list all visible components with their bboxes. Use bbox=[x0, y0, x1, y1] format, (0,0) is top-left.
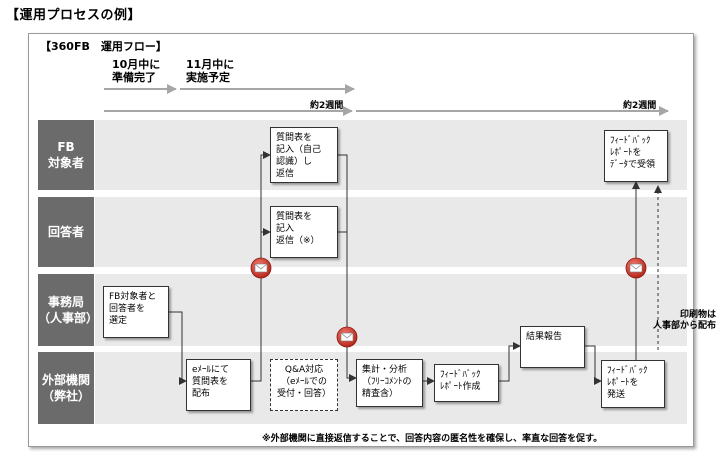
box-select-participants: FB対象者と 回答者を 選定 bbox=[103, 286, 169, 338]
side-note-printed-distribution: 印刷物は 人事部から配布 bbox=[652, 310, 716, 331]
duration-label-1: 約2週間 bbox=[310, 101, 344, 111]
box-self-evaluation: 質問表を 記入（自己 認識）し 返信 bbox=[270, 127, 338, 183]
box-qa-support: Q&A対応 （eﾒｰﾙでの 受付・回答） bbox=[270, 359, 338, 411]
lane-header-secretariat: 事務局 （人事部） bbox=[38, 274, 98, 346]
flow-title: 【360FB 運用フロー】 bbox=[40, 40, 167, 53]
box-aggregate-analysis: 集計・分析 （ﾌﾘｰｺﾒﾝﾄの 精査含） bbox=[356, 359, 423, 407]
lane-bg-secretariat bbox=[95, 274, 687, 346]
phase-execution: 11月中に 実施予定 bbox=[186, 58, 235, 84]
page-title: 【運用プロセスの例】 bbox=[6, 8, 142, 23]
lane-header-external: 外部機関 （弊社） bbox=[38, 352, 94, 424]
lane-header-respondent: 回答者 bbox=[38, 197, 94, 267]
footnote: ※外部機関に直接返信することで、回答内容の匿名性を確保し、率直な回答を促す。 bbox=[262, 434, 603, 444]
box-send-report: ﾌｨｰﾄﾞﾊﾞｯｸ ﾚﾎﾟｰﾄを 発送 bbox=[601, 360, 665, 408]
box-respondent-answer: 質問表を 記入 返信（※） bbox=[270, 206, 338, 258]
timeline bbox=[104, 84, 669, 116]
mail-icon bbox=[336, 326, 358, 348]
box-receive-report: ﾌｨｰﾄﾞﾊﾞｯｸ ﾚﾎﾟｰﾄを ﾃﾞｰﾀで受領 bbox=[604, 130, 668, 182]
lane-bg-respondent bbox=[95, 197, 687, 267]
lane-bg-fb-target bbox=[95, 120, 687, 190]
mail-icon bbox=[250, 257, 272, 279]
mail-icon bbox=[625, 257, 647, 279]
phase-preparation: 10月中に 準備完了 bbox=[112, 58, 161, 84]
box-distribute-questionnaire: eﾒｰﾙにて 質問表を 配布 bbox=[186, 359, 251, 411]
lane-header-fb-target: FB 対象者 bbox=[38, 120, 94, 190]
box-result-report: 結果報告 bbox=[520, 326, 585, 368]
box-create-report: ﾌｨｰﾄﾞﾊﾞｯｸ ﾚﾎﾟｰﾄ作成 bbox=[434, 364, 499, 402]
duration-label-2: 約2週間 bbox=[623, 101, 657, 111]
